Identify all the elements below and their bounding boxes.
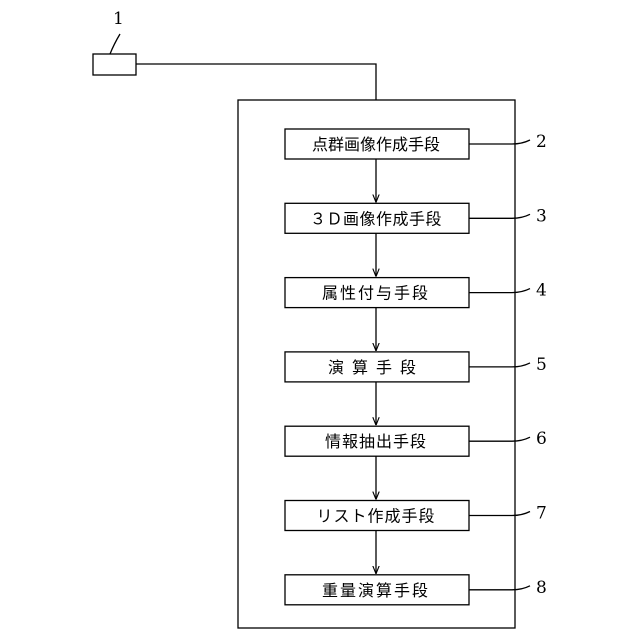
step-ref-numeral-4: 4	[536, 281, 547, 301]
step-label-4: 属性付与手段	[322, 284, 430, 303]
sensor-ref-numeral: 1	[113, 9, 124, 29]
step-label-5: 演算手段	[328, 358, 424, 377]
step-ref-numeral-8: 8	[536, 578, 547, 598]
step-ref-numeral-3: 3	[536, 206, 547, 226]
step-label-3: ３Ｄ画像作成手段	[310, 209, 442, 228]
sensor-device-box	[93, 54, 136, 75]
step-label-6: 情報抽出手段	[325, 432, 427, 451]
step-label-8: 重量演算手段	[322, 581, 430, 600]
step-ref-numeral-2: 2	[536, 132, 547, 152]
sensor-leader-line	[110, 34, 120, 54]
step-label-7: リスト作成手段	[316, 507, 435, 526]
step-label-2: 点群画像作成手段	[312, 135, 440, 154]
step-ref-numeral-7: 7	[536, 504, 547, 524]
step-ref-numeral-6: 6	[536, 429, 547, 449]
step-ref-numeral-5: 5	[536, 355, 547, 375]
